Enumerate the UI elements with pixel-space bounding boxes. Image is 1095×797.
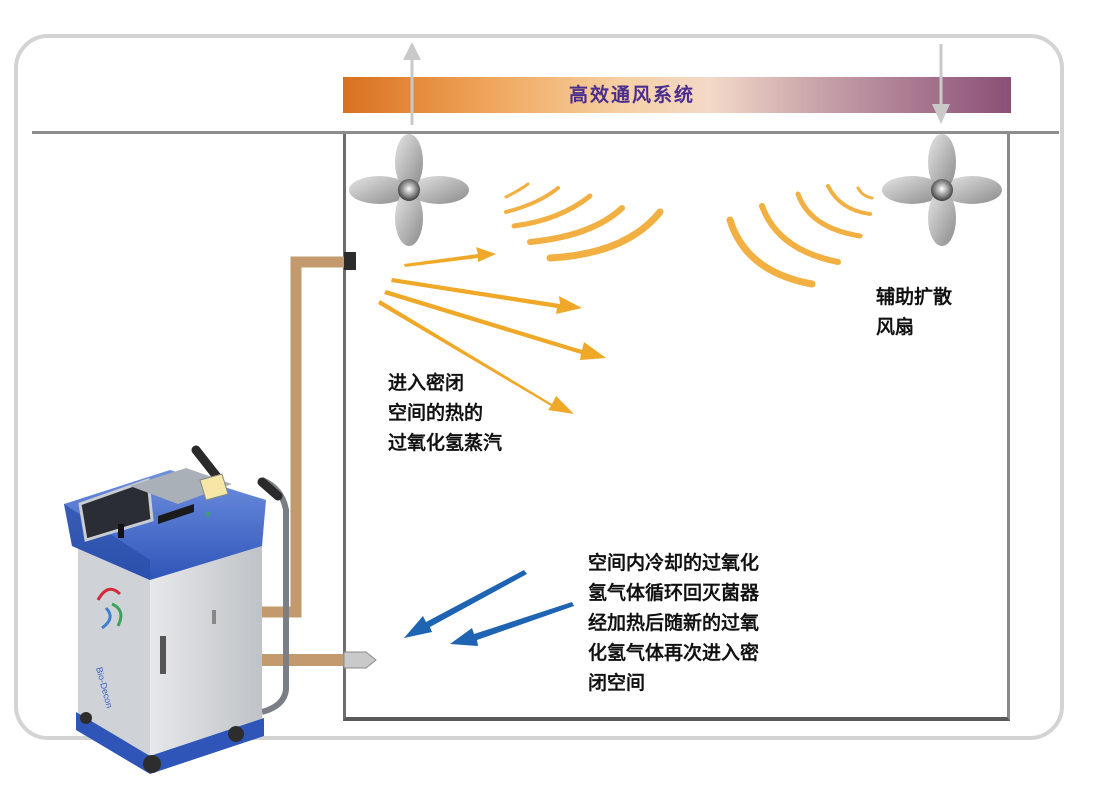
cool-vapor-label-line: 空间内冷却的过氧化 (588, 552, 760, 574)
hot-vapor-arrows (378, 247, 606, 414)
cool-vapor-arrows (404, 570, 574, 646)
hot-vapor-label: 进入密闭 空间的热的 过氧化氢蒸汽 (388, 368, 502, 458)
return-duct (262, 651, 377, 669)
sterilizer-machine: Bio-Decon (64, 445, 289, 774)
hot-vapor-label-line: 进入密闭 (388, 372, 465, 394)
aux-fan-label: 辅助扩散 风扇 (876, 282, 952, 342)
cool-vapor-label-line: 氢气体循环回灭菌器 (588, 582, 760, 604)
banner-title: 高效通风系统 (569, 84, 696, 106)
cool-vapor-label: 空间内冷却的过氧化 氢气体循环回灭菌器 经加热后随新的过氧 化氢气体再次进入密 … (588, 548, 759, 698)
aux-fan-icon (882, 134, 1002, 246)
fan-icon (349, 134, 469, 246)
intake-arrow (932, 44, 950, 124)
cool-vapor-label-line: 化氢气体再次进入密 (588, 642, 760, 664)
sealed-room (343, 134, 1010, 721)
vapor-duct (262, 252, 356, 618)
cool-vapor-label-line: 闭空间 (588, 672, 646, 694)
airflow-waves-left (504, 182, 664, 262)
hot-vapor-label-line: 过氧化氢蒸汽 (388, 432, 503, 454)
brand-logo (96, 587, 123, 630)
ventilation-banner: 高效通风系统 (343, 77, 1011, 113)
airflow-waves-right (726, 184, 874, 288)
diagram-frame (14, 34, 1064, 740)
ceiling-line (32, 131, 1059, 134)
exhaust-arrow (403, 42, 421, 125)
aux-fan-label-line: 风扇 (876, 316, 915, 338)
aux-fan-label-line: 辅助扩散 (876, 286, 953, 308)
hot-vapor-label-line: 空间的热的 (388, 402, 484, 424)
cool-vapor-label-line: 经加热后随新的过氧 (588, 612, 760, 634)
